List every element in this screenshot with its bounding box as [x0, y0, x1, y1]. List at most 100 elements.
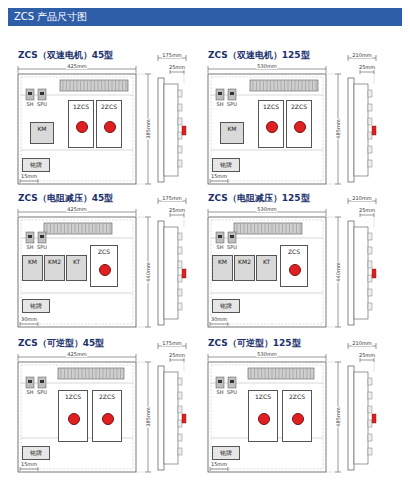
red-handle [266, 121, 278, 133]
dimension-line [117, 369, 118, 378]
dimension-line [256, 81, 257, 90]
dimension-line [20, 324, 38, 325]
dimension-line [360, 72, 374, 73]
dimension-line [85, 369, 86, 378]
side-device [178, 146, 182, 153]
dimension-line [73, 81, 74, 90]
dimension-label: 440mm [145, 261, 151, 282]
dimension-line [78, 369, 79, 378]
dimension-line [38, 179, 39, 183]
part-label: SH [26, 101, 35, 107]
dimension-line [208, 209, 209, 216]
part-label: SH [26, 389, 35, 395]
switch-unit: 2ZCS [92, 390, 122, 442]
dimension-label: 175mm [161, 340, 182, 346]
dimension-line [376, 55, 377, 61]
dimension-line [275, 369, 276, 378]
dimension-line [64, 224, 65, 233]
breaker-spu [228, 232, 236, 243]
dimension-line [251, 369, 252, 378]
component-label: KM2 [45, 256, 64, 265]
front-plate [208, 217, 326, 327]
panel-title: ZCS（可逆型）45型 [18, 338, 104, 349]
dimension-line [136, 184, 151, 185]
component-label: KM [221, 123, 243, 132]
dimension-line [326, 327, 341, 328]
side-body [164, 227, 178, 319]
side-device [178, 261, 182, 268]
dimension-label: 210mm [351, 195, 372, 201]
side-body [164, 84, 178, 176]
dimension-line [261, 224, 262, 233]
dimension-line [186, 55, 187, 61]
terminal-strip [58, 368, 124, 379]
dimension-line [119, 81, 120, 90]
dimension-line [360, 70, 361, 74]
component-box: KM [212, 255, 233, 281]
dimension-panel: ZCS（可逆型）125型1ZCS2ZCS铭牌530mm210mm25mm485m… [198, 338, 388, 478]
dimension-line [57, 224, 58, 233]
dimension-line [170, 358, 171, 362]
component-label: 2ZCS [283, 391, 311, 400]
component-label: 铭牌 [213, 159, 239, 168]
terminal-strip [234, 223, 302, 234]
dimension-line [296, 224, 297, 233]
component-box: KT [66, 255, 87, 281]
component-label: KM2 [235, 256, 254, 265]
dimension-label: 15mm [210, 173, 228, 179]
component-label: 2ZCS [97, 101, 121, 110]
dimension-line [61, 369, 62, 378]
red-handle [294, 121, 306, 133]
dimension-line [293, 224, 294, 233]
dimension-line [326, 472, 341, 473]
breaker-toggle [230, 380, 234, 383]
dimension-line [89, 369, 90, 378]
breaker-toggle [230, 92, 234, 95]
dimension-line [126, 81, 127, 90]
dimension-line [136, 354, 137, 361]
front-plate [18, 217, 136, 327]
side-device [178, 420, 182, 427]
side-handle [182, 414, 186, 423]
dimension-panel: ZCS（电阻减压）125型KMKM2KTZCS铭牌530mm210mm25mm4… [198, 193, 388, 333]
dimension-line [326, 362, 341, 363]
dimension-line [136, 327, 151, 328]
side-device [368, 420, 372, 427]
dimension-line [208, 66, 209, 73]
switch-unit: 1ZCS [248, 390, 278, 442]
dimension-line [289, 224, 290, 233]
dimension-panel: ZCS（可逆型）45型1ZCS2ZCS铭牌425mm175mm25mm385mm… [8, 338, 198, 478]
dimension-line [237, 224, 238, 233]
front-plate [18, 74, 136, 184]
dimension-line [68, 369, 69, 378]
dimension-line [302, 81, 303, 90]
component-label: ZCS [91, 246, 117, 255]
dimension-line [326, 354, 327, 361]
dimension-line [136, 472, 151, 473]
dimension-line [281, 81, 282, 90]
dimension-line [47, 224, 48, 233]
part-label: SH [216, 389, 225, 395]
side-back [348, 221, 354, 325]
side-device [368, 392, 372, 399]
component-label: 1ZCS [59, 391, 87, 400]
dimension-line [261, 369, 262, 378]
side-device [178, 90, 182, 97]
dimension-line [267, 81, 268, 90]
dimension-line [274, 81, 275, 90]
dimension-label: 385mm [145, 406, 151, 427]
dimension-line [170, 72, 184, 73]
dimension-line [288, 81, 289, 90]
component-box: KM [220, 122, 244, 144]
dimension-line [20, 469, 38, 470]
dimension-line [326, 184, 341, 185]
switch-unit: 2ZCS [282, 390, 312, 442]
side-device [368, 104, 372, 111]
dimension-line [113, 369, 114, 378]
side-back [158, 366, 164, 470]
dimension-line [184, 360, 185, 372]
terminal-strip [248, 368, 314, 379]
dimension-line [289, 369, 290, 378]
red-handle [258, 413, 270, 425]
dimension-line [228, 179, 229, 183]
